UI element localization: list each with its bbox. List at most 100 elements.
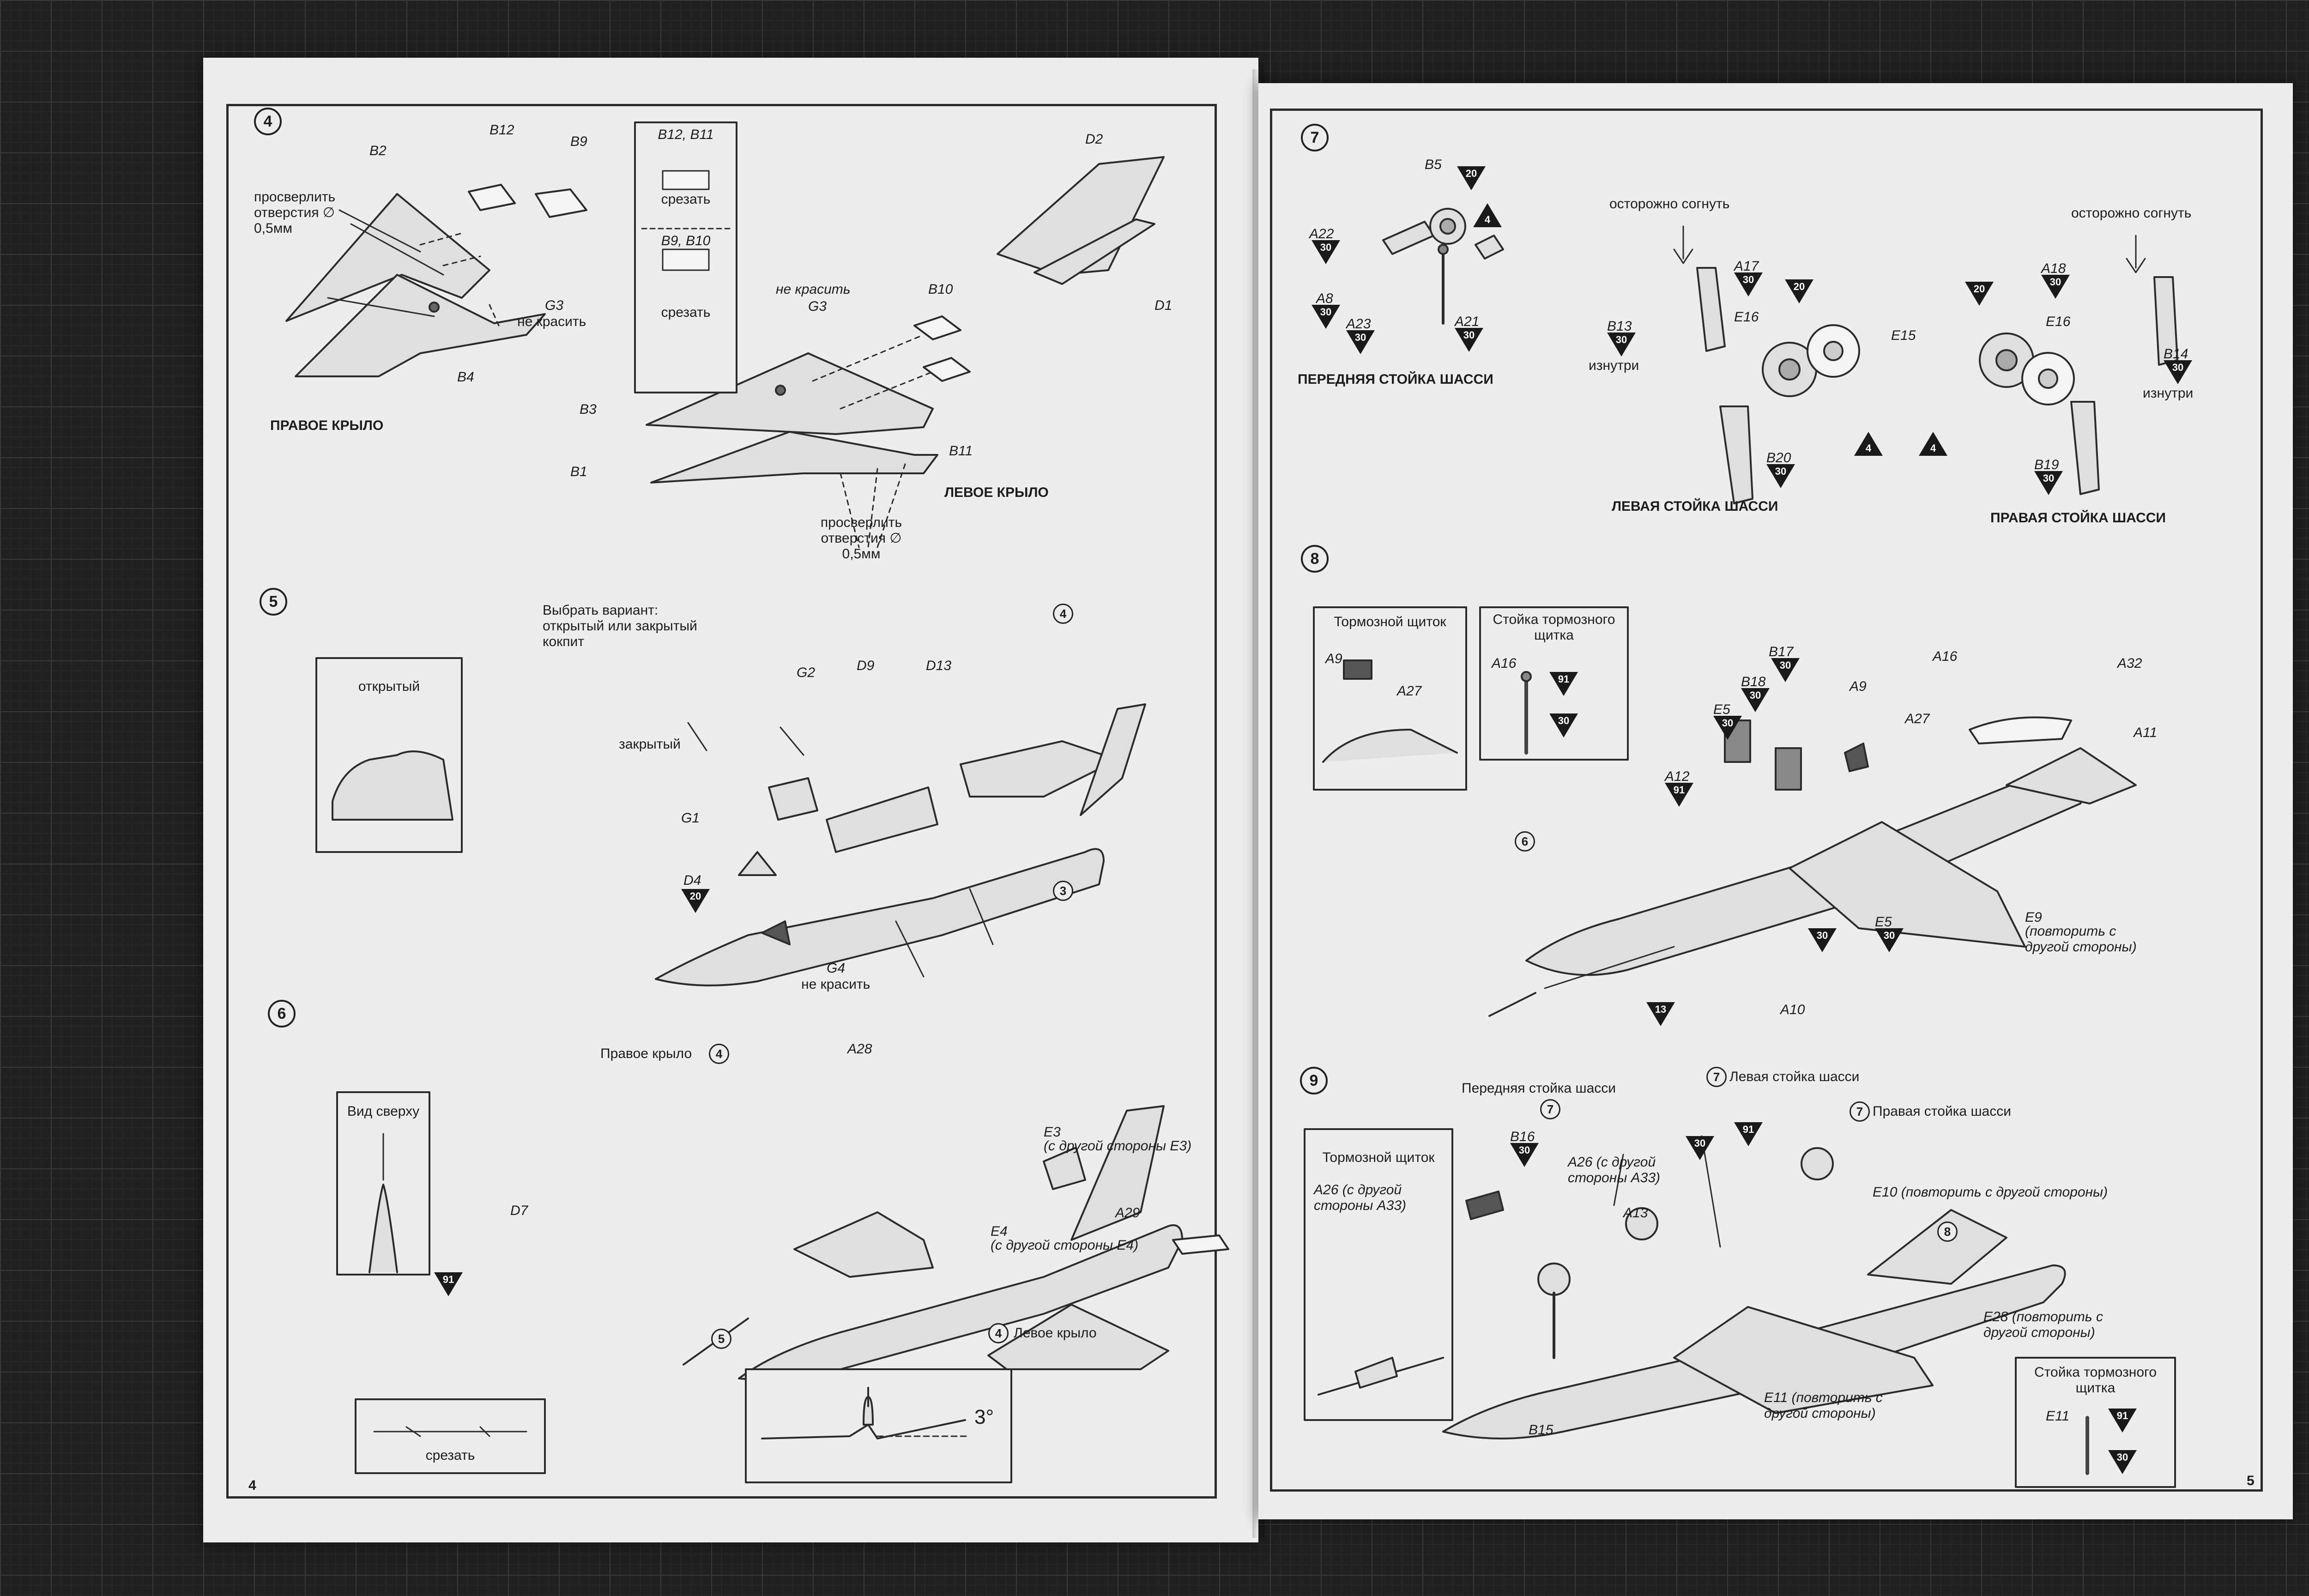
paint-code-b5a: 20 [1457,166,1486,190]
page-frame [1270,109,2263,1492]
part-label-e16: E16 [1734,309,1759,325]
part-label-b20: B20 [1766,450,1791,466]
paint-code-a18: 30 [2041,275,2070,299]
paint-code-e16r: 20 [1965,282,1994,306]
part-label-b13: B13 [1607,319,1632,334]
part-label-a27-b: A27 [1905,711,1930,726]
part-label-d13: D13 [926,658,952,673]
paint-code-b18: 30 [1741,688,1770,712]
left-gear-drawing [1673,225,1860,504]
part-label-b16: B16 [1510,1129,1535,1144]
step-ref-4b: 4 [988,1323,1009,1343]
step-ref-4: 4 [1053,604,1073,624]
cockpit-choice-note: Выбрать вариант: открытый или закрытый к… [543,603,697,649]
inset-cut-1: срезать [661,192,711,207]
right-wing-title: ПРАВОЕ КРЫЛО [270,418,384,433]
paint-code-mid: 30 [1808,928,1837,952]
step-ref-7b: 7 [1706,1067,1727,1087]
front-gear-drawing [1382,208,1504,325]
part-label-a29: A29 [1115,1205,1140,1221]
part-label-a28: A28 [847,1041,872,1057]
e3-note: (с другой стороны E3) [1044,1138,1192,1154]
part-label-a22: A22 [1309,226,1334,242]
brake-strut-label-2: Стойка тормозного щитка [2034,1365,2157,1396]
part-label-b11: B11 [949,443,973,459]
step-number-8: 8 [1301,545,1329,573]
part-label-e11-b: E11 [2046,1409,2070,1424]
paint-code-b14: 30 [2164,360,2192,384]
step-number-6: 6 [268,1000,296,1028]
closed-cockpit-label: закрытый [619,737,681,752]
part-label-b3: B3 [580,402,597,417]
part-label-b10: B10 [928,282,953,297]
part-label-a32: A32 [2117,656,2142,671]
step-ref-7c: 7 [1850,1101,1870,1122]
paint-code-b5b: 4 [1473,203,1502,227]
paint-code-d4: 20 [681,889,710,913]
cut-label: срезать [425,1448,475,1463]
part-label-a9-b: A9 [1850,679,1867,694]
paint-code-a23: 30 [1346,330,1375,354]
part-label-a8: A8 [1316,291,1333,306]
part-label-b5: B5 [1425,157,1442,172]
part-label-a18: A18 [2041,261,2066,276]
step-ref-5: 5 [711,1329,731,1349]
brake-flap-label-2: Тормозной щиток [1322,1150,1435,1165]
brake-strut-label: Стойка тормозного щитка [1493,612,1615,643]
paint-code-b13: 30 [1607,332,1636,357]
part-label-d4: D4 [683,873,701,888]
left-gear-title: ЛЕВАЯ СТОЙКА ШАССИ [1612,499,1778,514]
part-label-b15: B15 [1529,1422,1553,1438]
part-label-g3-b: G3 [808,299,827,314]
part-label-b17: B17 [1769,644,1794,659]
e9-note: (повторить с другой стороны) [2025,924,2137,955]
step-number-7: 7 [1301,124,1329,151]
paint-code-d7: 91 [434,1272,463,1296]
part-label-a21: A21 [1455,314,1480,329]
part-label-a13: A13 [1623,1205,1648,1221]
paint-code-a10: 13 [1646,1002,1675,1026]
step-ref-4a: 4 [709,1044,729,1064]
part-label-e11: E11 (повторить с другой стороны) [1764,1390,1883,1421]
part-label-a16-b: A16 [1933,649,1958,664]
drill-note: просверлить отверстия ∅ 0,5мм [254,189,336,236]
part-label-b19: B19 [2034,457,2059,472]
step-ref-3: 3 [1053,881,1073,901]
part-label-e15: E15 [1891,328,1916,343]
paint-code-a17: 30 [1734,272,1763,296]
paint-code-e5b: 30 [1875,928,1904,952]
part-label-d2: D2 [1085,132,1103,147]
paint-code-mid2: 91 [1734,1122,1763,1146]
part-label-e9: E9 [2025,910,2042,925]
vertical-tail-drawing [997,156,1165,285]
right-gear-ref-label: Правая стойка шасси [1873,1104,2011,1119]
part-label-a10: A10 [1780,1002,1805,1017]
part-label-e5-b: E5 [1875,914,1892,930]
aircraft-drawing-step6 [683,1105,1229,1381]
drill-note-2: просверлить отверстия ∅ 0,5мм [820,515,902,562]
part-label-b2: B2 [369,143,387,158]
paint-code-e5: 30 [1713,716,1742,740]
aircraft-drawing-step8 [1488,716,2137,1017]
part-label-d7: D7 [510,1203,528,1218]
part-label-g1: G1 [681,810,700,826]
part-label-d9: D9 [857,658,875,673]
paint-code-a16: 91 [1549,672,1578,696]
paint-code-e15a: 20 [1785,279,1813,303]
no-paint-note-3: не красить [801,977,870,992]
part-label-a9: A9 [1325,651,1342,666]
part-label-a16: A16 [1492,656,1517,671]
angle-label: 3° [974,1406,994,1428]
instruction-page-left: 4 B2 B12 B9 просверлить отверстия ∅ 0,5м… [203,58,1258,1542]
page-number-left: 4 [248,1478,256,1493]
left-wing-drawing [646,315,971,548]
paint-code-b19: 30 [2034,471,2063,495]
part-label-b12: B12 [490,122,514,138]
part-label-g3: G3 [545,298,564,313]
open-cockpit-label: открытый [358,679,420,694]
inset-title-1: B12, B11 [658,127,714,142]
right-wing-ref-label: Правое крыло [600,1046,692,1061]
paint-code-e15b: 4 [1854,432,1883,456]
part-label-e16-b: E16 [2046,314,2071,329]
step-ref-7a: 7 [1540,1099,1560,1119]
